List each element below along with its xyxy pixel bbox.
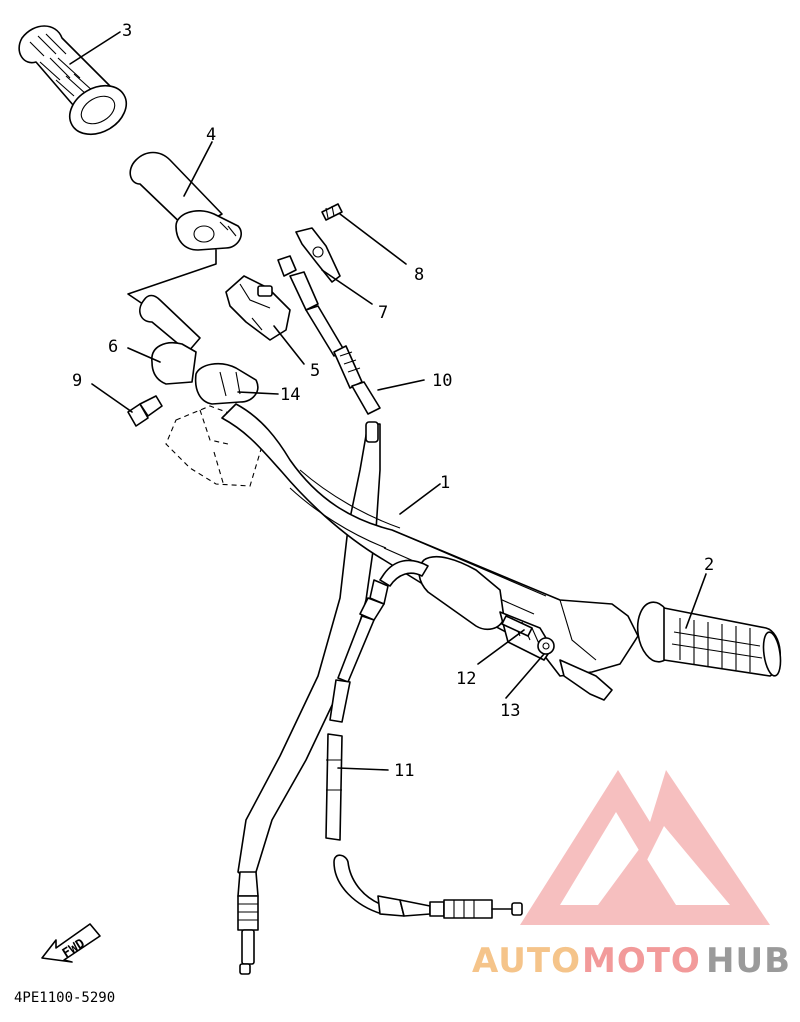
callout-6: 6 (108, 337, 118, 357)
watermark-text: AUTO MOTO HUB (472, 941, 791, 981)
callout-5: 5 (310, 361, 320, 381)
part-13-locknut (537, 637, 555, 655)
callout-1: 1 (440, 473, 450, 493)
callout-14: 14 (280, 385, 300, 405)
callout-8: 8 (414, 265, 424, 285)
leader-lines (69, 31, 707, 771)
callout-12: 12 (456, 669, 476, 689)
fwd-direction-arrow: FWD (41, 923, 101, 963)
watermark-auto: AUTO (472, 941, 581, 981)
callout-3: 3 (122, 21, 132, 41)
watermark-hub: HUB (706, 941, 791, 981)
callout-11: 11 (394, 761, 414, 781)
part-4-throttle-grip (129, 151, 242, 251)
callout-2: 2 (704, 555, 714, 575)
part-14-throttle-body (194, 362, 259, 405)
part-2-grip (636, 601, 782, 677)
part-1-handlebar (221, 403, 639, 677)
part-11-clutch-cable (325, 559, 523, 919)
part-12-adjuster (501, 615, 533, 637)
part-5-cable-housing-cap (225, 275, 291, 341)
part-6-throttle-housing (139, 294, 201, 385)
callout-13: 13 (500, 701, 520, 721)
logo-triangle-inner (560, 812, 730, 905)
watermark-logo (520, 770, 770, 925)
callout-9: 9 (72, 371, 82, 391)
callout-10: 10 (432, 371, 452, 391)
diagram-code: 4PE1100-5290 (14, 990, 115, 1006)
part-10-throttle-cable (277, 255, 381, 415)
mount-outline-dashed (165, 405, 263, 487)
callout-7: 7 (378, 303, 388, 323)
watermark-moto: MOTO (582, 941, 701, 981)
callout-4: 4 (206, 125, 216, 145)
part-8-screw (321, 203, 343, 221)
callout-labels: 3 4 8 7 6 5 10 9 14 1 2 12 13 11 (72, 21, 714, 781)
part-3-grip (18, 25, 128, 136)
part-9-screw (127, 395, 163, 427)
